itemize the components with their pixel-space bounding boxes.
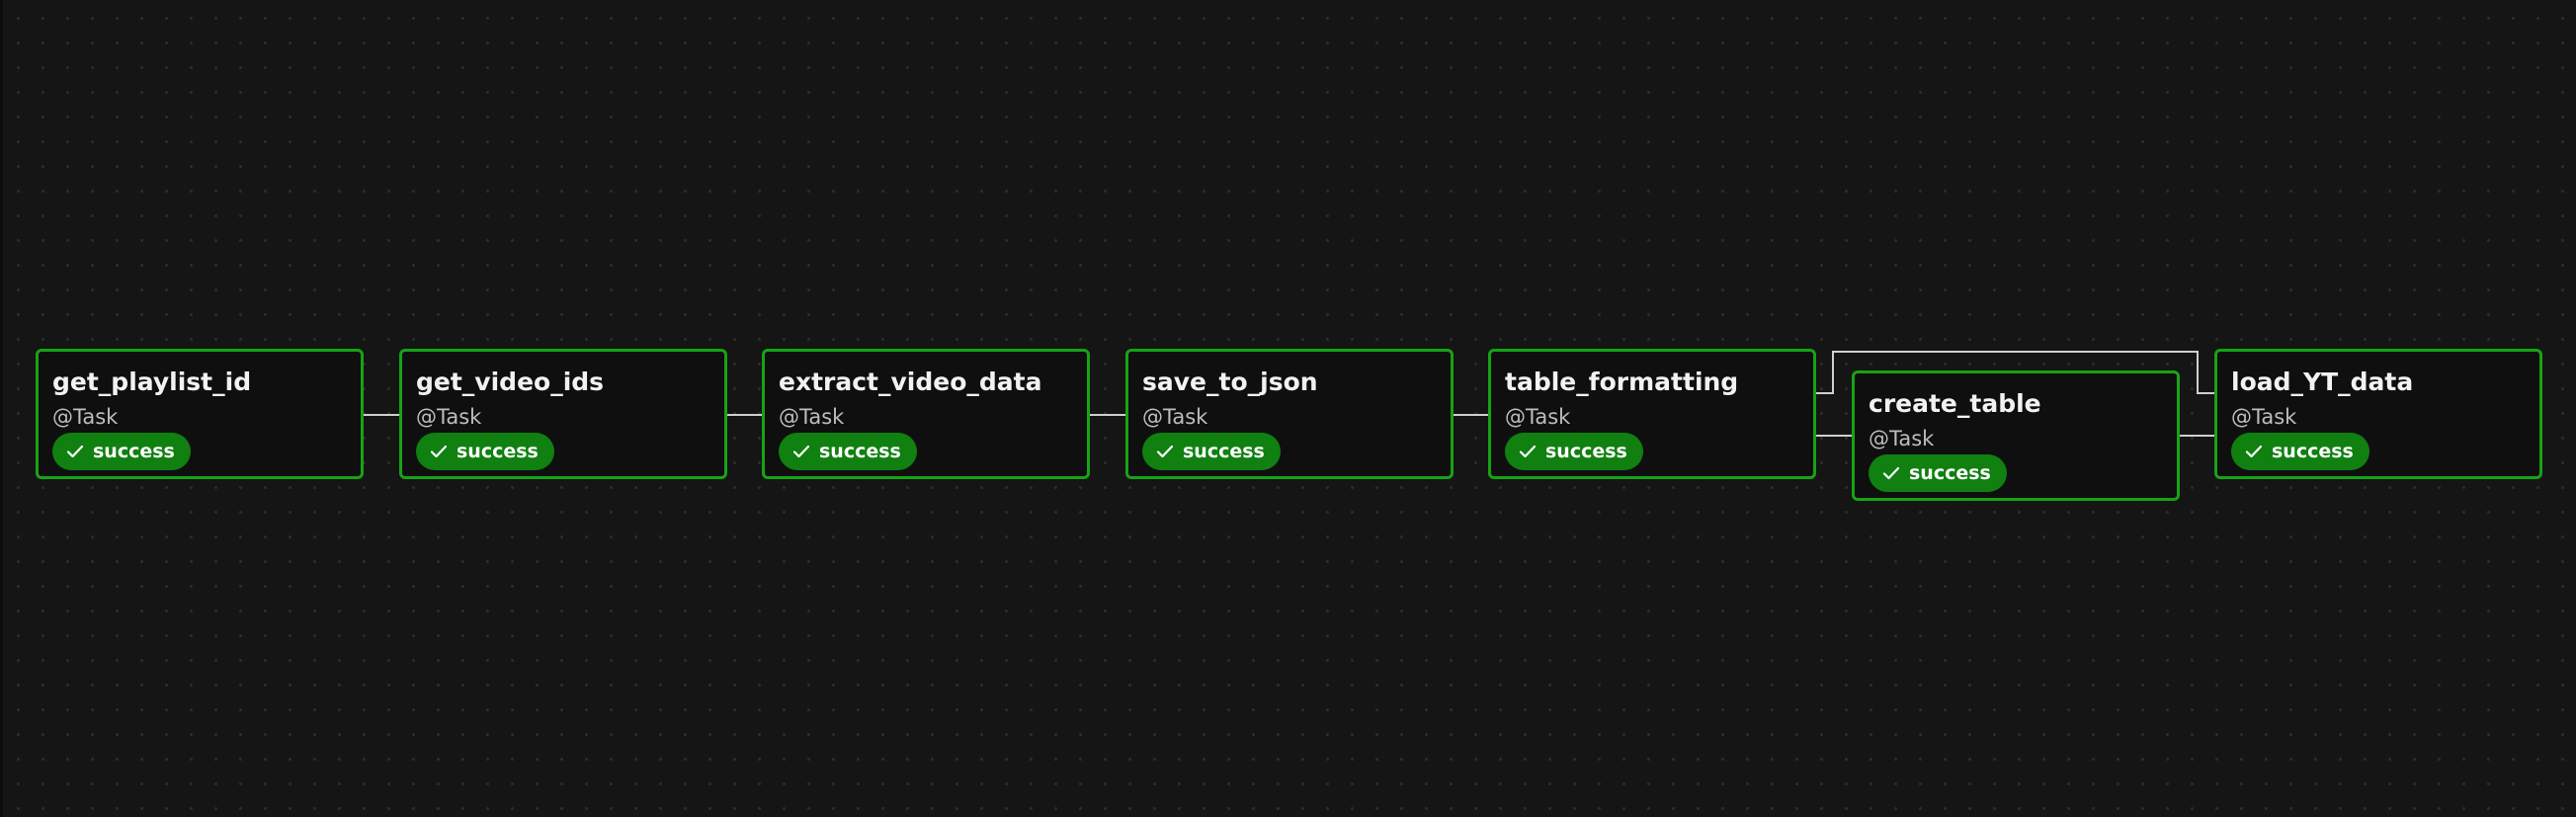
task-node-load-yt-data[interactable]: load_YT_data @Task success	[2214, 349, 2542, 479]
check-icon	[66, 445, 84, 458]
task-node-title: get_playlist_id	[52, 368, 252, 396]
status-label: success	[1909, 462, 1991, 484]
status-badge: success	[416, 433, 554, 470]
status-label: success	[819, 441, 901, 462]
task-node-type: @Task	[2231, 405, 2297, 429]
status-badge: success	[1142, 433, 1281, 470]
task-node-type: @Task	[779, 405, 845, 429]
status-badge: success	[1505, 433, 1643, 470]
task-node-title: table_formatting	[1505, 368, 1739, 396]
check-icon	[1156, 445, 1174, 458]
status-label: success	[1545, 441, 1627, 462]
check-icon	[1519, 445, 1537, 458]
task-node-get-video-ids[interactable]: get_video_ids @Task success	[399, 349, 727, 479]
task-node-type: @Task	[1505, 405, 1571, 429]
task-node-type: @Task	[52, 405, 119, 429]
task-node-table-formatting[interactable]: table_formatting @Task success	[1488, 349, 1816, 479]
task-node-extract-video-data[interactable]: extract_video_data @Task success	[762, 349, 1090, 479]
status-label: success	[93, 441, 175, 462]
task-node-save-to-json[interactable]: save_to_json @Task success	[1125, 349, 1454, 479]
status-badge: success	[2231, 433, 2369, 470]
task-node-type: @Task	[1142, 405, 1208, 429]
check-icon	[1882, 466, 1900, 480]
task-node-get-playlist-id[interactable]: get_playlist_id @Task success	[36, 349, 364, 479]
status-badge: success	[779, 433, 917, 470]
status-label: success	[457, 441, 539, 462]
check-icon	[430, 445, 448, 458]
task-node-title: load_YT_data	[2231, 368, 2414, 396]
status-badge: success	[1869, 454, 2007, 492]
canvas-left-border	[0, 0, 3, 817]
task-node-type: @Task	[1869, 427, 1935, 450]
task-node-title: create_table	[1869, 389, 2041, 418]
task-node-type: @Task	[416, 405, 482, 429]
check-icon	[792, 445, 810, 458]
task-node-title: extract_video_data	[779, 368, 1042, 396]
status-label: success	[2272, 441, 2354, 462]
check-icon	[2245, 445, 2263, 458]
task-node-title: get_video_ids	[416, 368, 605, 396]
task-node-create-table[interactable]: create_table @Task success	[1852, 370, 2180, 501]
status-label: success	[1183, 441, 1265, 462]
edge-table-formatting-to-load-yt-data	[1816, 351, 2214, 394]
status-badge: success	[52, 433, 191, 470]
task-node-title: save_to_json	[1142, 368, 1318, 396]
